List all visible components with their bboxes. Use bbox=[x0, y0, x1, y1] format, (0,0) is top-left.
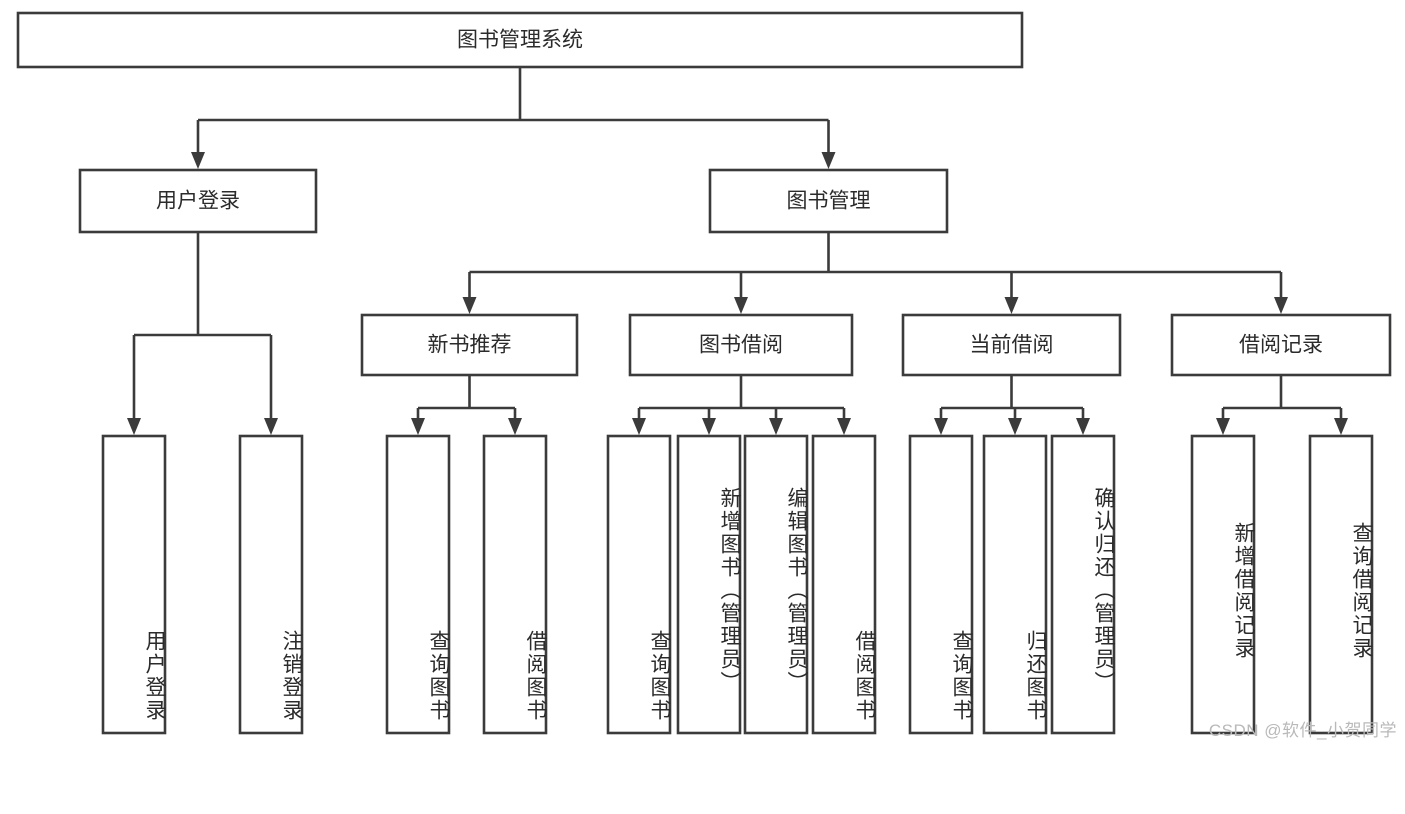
node-box[interactable] bbox=[1050, 434, 1116, 735]
node-box[interactable] bbox=[1190, 434, 1256, 735]
node-root[interactable]: 图书管理系统 bbox=[16, 11, 1024, 69]
node-leaf-borrow-book[interactable] bbox=[811, 434, 877, 735]
arrow-head-icon bbox=[1076, 418, 1090, 435]
node-label: 图书管理系统 bbox=[457, 29, 583, 52]
node-box[interactable] bbox=[708, 168, 949, 234]
node-box[interactable] bbox=[101, 434, 167, 735]
arrow-head-icon bbox=[1334, 418, 1348, 435]
node-box[interactable] bbox=[1308, 434, 1374, 735]
arrow-head-icon bbox=[1004, 297, 1019, 314]
arrow-head-icon bbox=[702, 418, 716, 435]
node-box[interactable] bbox=[360, 313, 579, 377]
connector-layer bbox=[127, 67, 1348, 435]
diagram-canvas: 图书管理系统用户登录图书管理新书推荐图书借阅当前借阅借阅记录 用户登录注销登录查… bbox=[16, 11, 1397, 740]
node-label: 借阅记录 bbox=[1239, 334, 1323, 357]
node-leaf-add-borrow-record[interactable] bbox=[1190, 434, 1256, 735]
arrow-head-icon bbox=[191, 152, 205, 169]
node-leaf-query-book-rec[interactable] bbox=[385, 434, 451, 735]
node-borrow-records[interactable]: 借阅记录 bbox=[1170, 313, 1392, 377]
node-box[interactable] bbox=[743, 434, 809, 735]
csdn-watermark: CSDN @软件_小贺同学 bbox=[1208, 721, 1397, 740]
node-book-management[interactable]: 图书管理 bbox=[708, 168, 949, 234]
node-leaf-return-book[interactable] bbox=[982, 434, 1048, 735]
node-box[interactable] bbox=[1170, 313, 1392, 377]
node-box[interactable] bbox=[676, 434, 742, 735]
node-box[interactable] bbox=[78, 168, 318, 234]
arrow-head-icon bbox=[462, 297, 477, 314]
arrow-head-icon bbox=[1274, 297, 1288, 314]
node-user-login[interactable]: 用户登录 bbox=[78, 168, 318, 234]
node-label: 图书借阅 bbox=[699, 334, 783, 357]
arrow-head-icon bbox=[821, 152, 836, 169]
node-label: 当前借阅 bbox=[970, 334, 1054, 357]
node-leaf-query-borrow-record[interactable] bbox=[1308, 434, 1374, 735]
arrow-head-icon bbox=[769, 418, 783, 435]
arrow-head-icon bbox=[508, 418, 522, 435]
node-box[interactable] bbox=[482, 434, 548, 735]
node-leaf-edit-book-admin[interactable] bbox=[743, 434, 809, 735]
arrow-head-icon bbox=[734, 297, 748, 314]
node-leaf-confirm-return-admin[interactable] bbox=[1050, 434, 1116, 735]
node-box[interactable] bbox=[628, 313, 854, 377]
node-label: 用户登录 bbox=[156, 190, 240, 213]
arrow-head-icon bbox=[1216, 418, 1230, 435]
arrow-head-icon bbox=[411, 418, 425, 435]
node-box[interactable] bbox=[606, 434, 672, 735]
node-leaf-query-book-borrow[interactable] bbox=[606, 434, 672, 735]
node-leaf-query-book-current[interactable] bbox=[908, 434, 974, 735]
arrow-head-icon bbox=[632, 418, 646, 435]
node-new-book-recommend[interactable]: 新书推荐 bbox=[360, 313, 579, 377]
node-leaf-borrow-book-rec[interactable] bbox=[482, 434, 548, 735]
arrow-head-icon bbox=[934, 418, 948, 435]
node-box[interactable] bbox=[238, 434, 304, 735]
node-box[interactable] bbox=[908, 434, 974, 735]
arrow-head-icon bbox=[1008, 418, 1022, 435]
node-leaf-add-book-admin[interactable] bbox=[676, 434, 742, 735]
node-box[interactable] bbox=[385, 434, 451, 735]
node-box[interactable] bbox=[982, 434, 1048, 735]
node-current-borrow[interactable]: 当前借阅 bbox=[901, 313, 1122, 377]
node-box[interactable] bbox=[901, 313, 1122, 377]
node-box[interactable] bbox=[16, 11, 1024, 69]
node-label: 图书管理 bbox=[787, 190, 871, 213]
node-box[interactable] bbox=[811, 434, 877, 735]
node-label: 新书推荐 bbox=[428, 334, 512, 357]
arrow-head-icon bbox=[264, 418, 278, 435]
arrow-head-icon bbox=[837, 418, 851, 435]
node-leaf-logout[interactable] bbox=[238, 434, 304, 735]
node-book-borrow[interactable]: 图书借阅 bbox=[628, 313, 854, 377]
arrow-head-icon bbox=[127, 418, 141, 435]
node-leaf-user-login[interactable] bbox=[101, 434, 167, 735]
